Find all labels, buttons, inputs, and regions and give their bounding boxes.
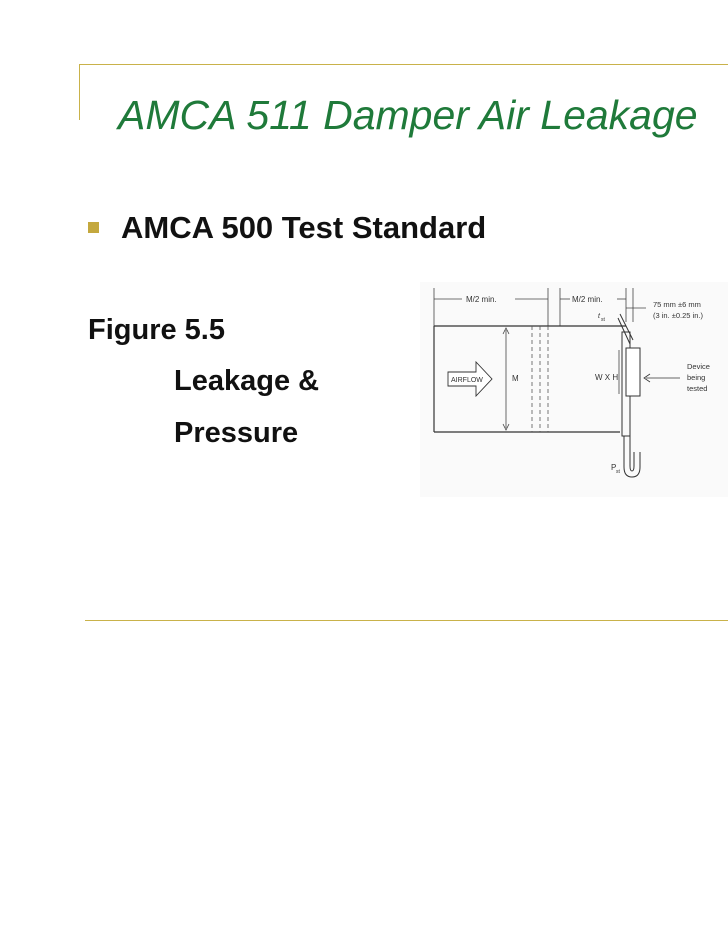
test-setup-diagram: M/2 min. M/2 min. 75 mm ±6 mm (3 in. ±0.… bbox=[420, 282, 728, 497]
p-label: P bbox=[611, 463, 616, 472]
dim-offset-label-1: 75 mm ±6 mm bbox=[653, 300, 701, 309]
chamber-outline bbox=[433, 325, 626, 433]
t-label: t bbox=[598, 313, 601, 320]
airflow-label: AIRFLOW bbox=[451, 377, 483, 384]
device-label-line-3: tested bbox=[687, 384, 707, 393]
dimension-lines bbox=[433, 288, 646, 326]
device-pointer-arrow-icon bbox=[643, 373, 651, 383]
airflow-arrow-icon bbox=[447, 360, 493, 398]
device-label-line-2: being bbox=[687, 373, 705, 382]
frame-left-line bbox=[79, 64, 80, 120]
figure-caption-line-2: Pressure bbox=[174, 417, 299, 449]
device-label-line-1: Device bbox=[687, 362, 710, 371]
t-subscript: st bbox=[601, 317, 606, 323]
device-assembly bbox=[617, 313, 641, 478]
dim-offset-label-2: (3 in. ±0.25 in.) bbox=[653, 311, 703, 320]
slide-divider-line bbox=[85, 620, 728, 621]
figure-label: Figure 5.5 bbox=[88, 314, 225, 346]
frame-top-line bbox=[79, 64, 728, 65]
p-subscript: st bbox=[616, 469, 621, 475]
slide-title: AMCA 511 Damper Air Leakage bbox=[118, 92, 698, 138]
dim-left-label: M/2 min. bbox=[466, 295, 497, 304]
m-dimension-line bbox=[502, 327, 510, 431]
bullet-square-icon bbox=[88, 222, 99, 233]
wxh-label: W X H bbox=[595, 373, 618, 382]
bullet-text: AMCA 500 Test Standard bbox=[121, 210, 487, 245]
figure-caption-line-1: Leakage & bbox=[174, 365, 320, 397]
flow-straightener-lines bbox=[531, 326, 549, 432]
diagram-background bbox=[420, 282, 728, 497]
dim-right-label: M/2 min. bbox=[572, 295, 603, 304]
m-label: M bbox=[512, 374, 519, 383]
